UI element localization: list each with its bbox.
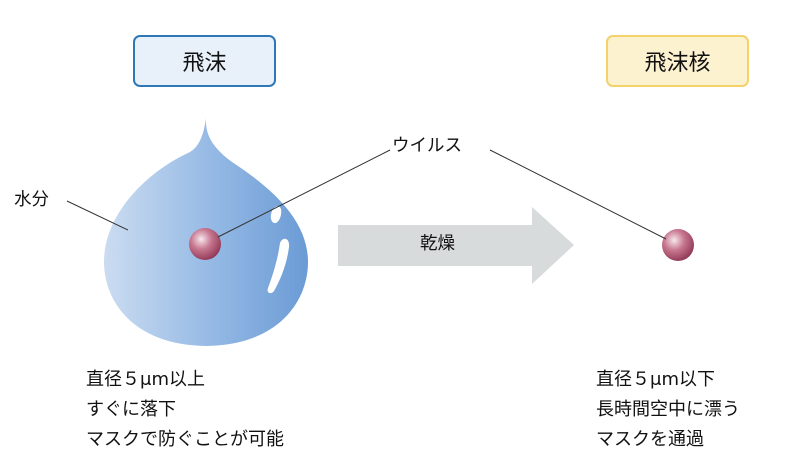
drying-arrow — [338, 207, 574, 284]
virus-particle-nucleus — [662, 229, 694, 261]
nucleus-description-line: 長時間空中に漂う — [596, 399, 740, 420]
droplet-description-line: マスクで防ぐことが可能 — [86, 429, 284, 450]
droplet-description: 直径５μm以上 すぐに落下 マスクで防ぐことが可能 — [86, 365, 284, 455]
nucleus-title-box: 飛沫核 — [606, 35, 749, 87]
droplet-highlight — [267, 238, 290, 294]
drying-label: 乾燥 — [420, 234, 455, 254]
nucleus-description: 直径５μm以下 長時間空中に漂う マスクを通過 — [596, 365, 740, 455]
nucleus-description-line: 直径５μm以下 — [596, 369, 715, 390]
virus-label: ウイルス — [392, 136, 462, 156]
droplet-title-box: 飛沫 — [133, 35, 276, 87]
nucleus-description-line: マスクを通過 — [596, 429, 704, 450]
droplet-title: 飛沫 — [182, 51, 227, 76]
droplet-description-line: すぐに落下 — [86, 399, 176, 420]
water-leader-line — [66, 200, 129, 231]
virus-leader-line-left — [217, 149, 391, 238]
nucleus-title: 飛沫核 — [644, 51, 711, 76]
virus-leader-line-right — [489, 149, 667, 240]
water-label: 水分 — [14, 190, 49, 210]
virus-particle-in-droplet — [189, 228, 221, 260]
droplet-highlight — [270, 206, 282, 224]
droplet-description-line: 直径５μm以上 — [86, 369, 205, 390]
